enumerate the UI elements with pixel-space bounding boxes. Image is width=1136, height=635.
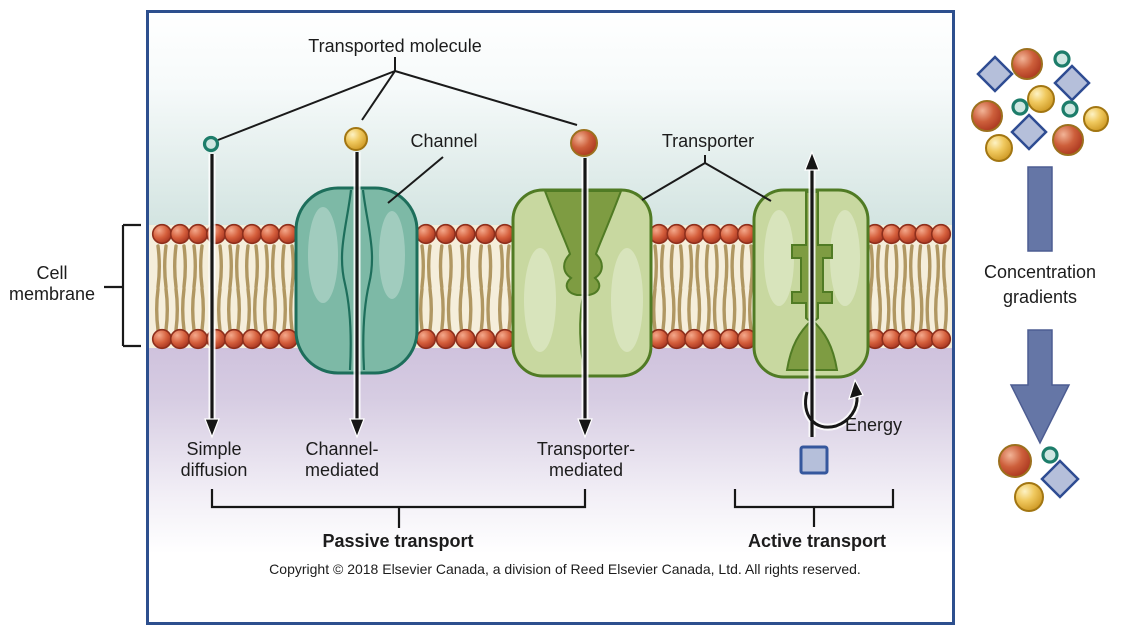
yellow-molecule (1027, 85, 1055, 113)
down-arrowhead (204, 418, 220, 439)
transported-molecule-label: Transported molecule (308, 36, 482, 56)
copyright-notice: Copyright © 2018 Elsevier Canada, a divi… (269, 561, 861, 577)
figure-border (146, 10, 955, 625)
energy-arrowhead (848, 378, 864, 400)
passive-transport-bracket (210, 489, 587, 528)
simple-diffusion-label: Simple diffusion (180, 439, 248, 480)
label-connectors (217, 57, 772, 204)
red-molecule (971, 100, 1003, 132)
active-transport-label: Active transport (747, 531, 887, 551)
transport-arrows (204, 150, 864, 439)
phospholipid-bilayer (151, 223, 952, 350)
transporter-label: Transporter (661, 131, 755, 151)
channel-label: Channel (410, 131, 478, 151)
passive-transport-label: Passive transport (322, 531, 474, 551)
small-teal-molecule (1011, 98, 1029, 116)
intracellular-region (149, 348, 952, 622)
small-teal-molecule (1053, 50, 1071, 68)
yellow-molecule (344, 127, 368, 151)
red-molecule (1011, 48, 1043, 80)
transported-molecules (202, 127, 598, 157)
gradient-arrow (1009, 329, 1071, 445)
small-teal-molecule (1061, 100, 1079, 118)
diagram-box (146, 10, 955, 625)
down-arrowhead (349, 418, 365, 439)
cell-membrane-bracket (104, 223, 141, 348)
small-teal-molecule (202, 135, 220, 153)
low-concentration-cluster (998, 444, 1080, 512)
blue-square-molecule (1053, 64, 1091, 102)
gradient-arrow-shaft (1027, 166, 1053, 252)
energy-label: Energy (845, 415, 903, 435)
channel-mediated-label: Channel- mediated (304, 439, 380, 480)
category-brackets (210, 489, 895, 528)
yellow-molecule (985, 134, 1013, 162)
down-arrowhead (577, 418, 593, 439)
transporter-mediated-label: Transporter- mediated (536, 439, 636, 480)
concentration-gradients-label: Concentration gradients (983, 262, 1097, 307)
red-molecule (1052, 124, 1084, 156)
high-concentration-cluster (971, 48, 1109, 162)
small-teal-molecule (1041, 446, 1059, 464)
blue-square-molecule (976, 55, 1014, 93)
up-arrowhead (804, 150, 820, 171)
blue-square-molecule (1010, 113, 1048, 151)
red-molecule (570, 129, 598, 157)
yellow-molecule (1083, 106, 1109, 132)
yellow-molecule (1014, 482, 1044, 512)
blue-square-molecule (1040, 459, 1080, 499)
concentration-gradient-panel (971, 48, 1109, 512)
energy-arrow (804, 391, 859, 429)
cell-membrane-label: Cell membrane (8, 263, 96, 304)
active-transport-bracket (733, 489, 895, 527)
blue-square-molecule (799, 445, 829, 475)
red-molecule (998, 444, 1032, 478)
